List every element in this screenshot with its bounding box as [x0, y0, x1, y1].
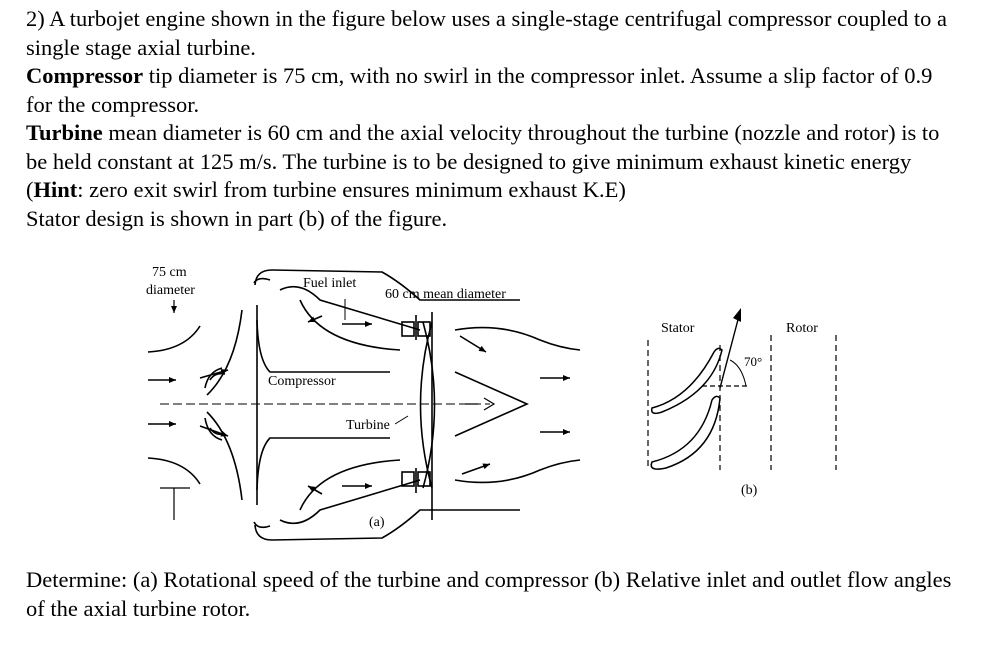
tip-diameter-label-1: 75 cm [152, 265, 187, 280]
rotor-label: Rotor [786, 321, 818, 336]
problem-intro: A turbojet engine shown in the figure be… [26, 6, 948, 60]
exhaust-flow-arrow-hollow [465, 397, 496, 411]
turbine-term: Turbine [26, 120, 103, 145]
compressor-label: Compressor [268, 374, 336, 389]
compressor-term: Compressor [26, 63, 144, 88]
turbojet-section-drawing [147, 269, 581, 541]
tip-diameter-label-2: diameter [146, 283, 195, 298]
flow-arrows [148, 315, 570, 495]
engine-figure: 75 cm diameter Fuel inlet 60 cm mean dia… [146, 265, 837, 541]
figure-a-caption: (a) [369, 515, 385, 530]
tip-diameter-dimension [160, 299, 346, 520]
stator-rotor-blade-drawing [647, 308, 837, 470]
mean-diameter-label: 60 cm mean diameter [385, 287, 506, 302]
compressor-spec: tip diameter is 75 cm, with no swirl in … [26, 63, 933, 117]
stator-exit-angle: 70° [744, 354, 762, 369]
turbine-label: Turbine [346, 418, 390, 433]
stator-label: Stator [661, 321, 695, 336]
turbine-spec: mean diameter is 60 cm and the axial vel… [26, 120, 940, 202]
figure-b-caption: (b) [741, 483, 758, 498]
fuel-inlet-label: Fuel inlet [303, 276, 356, 291]
question-text: Determine: (a) Rotational speed of the t… [26, 567, 952, 621]
turbine-label-leader [394, 415, 409, 425]
problem-statement: 2) A turbojet engine shown in the figure… [26, 5, 962, 233]
problem-number: 2) [26, 6, 45, 31]
stator-note: Stator design is shown in part (b) of th… [26, 205, 448, 231]
hint-text: : zero exit swirl from turbine ensures m… [77, 177, 626, 202]
hint-term: Hint [33, 177, 78, 202]
